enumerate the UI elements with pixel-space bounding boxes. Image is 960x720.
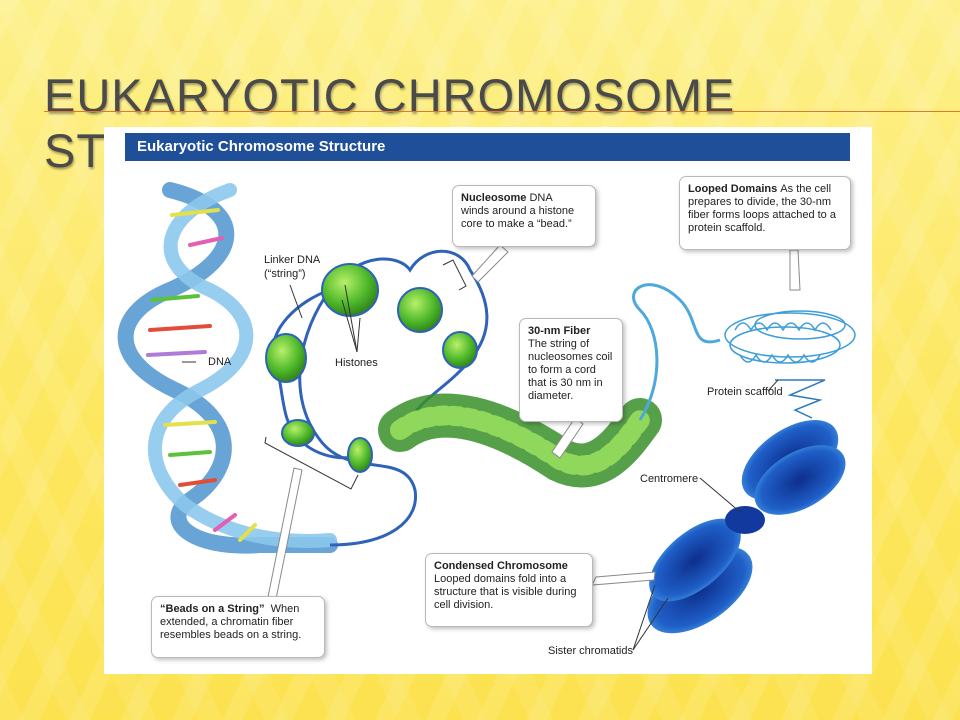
linker-dna-label: Linker DNA — [264, 254, 321, 266]
beads-line1: When — [270, 603, 300, 615]
looped-domains-line2: prepares to divide, the 30-nm — [688, 196, 832, 208]
title-underline — [44, 111, 960, 112]
condensed-chromosome-callout: Condensed Chromosome Looped domains fold… — [425, 553, 593, 627]
fiber-line5: diameter. — [528, 390, 574, 402]
beads-on-string-callout: “Beads on a String” When extended, a chr… — [151, 596, 325, 658]
fiber-line2: nucleosomes coil — [528, 351, 613, 363]
looped-domains-callout: Looped Domains As the cell prepares to d… — [679, 176, 851, 250]
fiber-line3: to form a cord — [528, 364, 596, 376]
figure-header-bar: Eukaryotic Chromosome Structure — [125, 133, 850, 161]
condensed-line3: cell division. — [434, 599, 494, 611]
linker-string-label: (“string”) — [264, 268, 306, 280]
beads-line2: extended, a chromatin fiber — [160, 616, 294, 628]
nucleosome-line3: core to make a “bead.” — [461, 218, 572, 230]
thirty-nm-fiber — [378, 283, 721, 488]
beads-heading: “Beads on a String” — [160, 603, 265, 615]
dna-label: DNA — [208, 356, 232, 368]
pointer-lines — [182, 259, 779, 651]
fiber-line4: that is 30 nm in — [528, 377, 603, 389]
looped-domains-line3: fiber forms loops attached to a — [688, 209, 836, 221]
figure-header-title: Eukaryotic Chromosome Structure — [137, 138, 386, 155]
callout-arrows — [267, 244, 801, 600]
looped-domains-line1: As the cell — [780, 183, 832, 195]
beads-on-string — [265, 249, 489, 547]
fiber-heading: 30-nm Fiber — [528, 325, 591, 337]
fiber-line1: The string of — [528, 338, 590, 350]
nucleosome-heading: Nucleosome — [461, 192, 527, 204]
nucleosome-line1: DNA — [529, 192, 553, 204]
centromere-label: Centromere — [640, 473, 699, 485]
condensed-line1: Looped domains fold into a — [434, 573, 567, 585]
looped-domains-line4: protein scaffold. — [688, 222, 766, 234]
looped-domains — [724, 310, 856, 419]
histones-label: Histones — [335, 357, 378, 369]
nucleosome-line2: winds around a histone — [461, 205, 575, 217]
beads-line3: resembles beads on a string. — [160, 629, 302, 641]
condensed-chromosome — [647, 420, 846, 634]
condensed-line2: structure that is visible during — [434, 586, 577, 598]
condensed-heading: Condensed Chromosome — [434, 560, 568, 572]
nucleosome-callout: Nucleosome DNA winds around a histone co… — [452, 185, 596, 247]
dna-double-helix — [117, 182, 338, 554]
sister-chromatids-label: Sister chromatids — [548, 645, 633, 657]
fiber-callout: 30-nm Fiber The string of nucleosomes co… — [519, 318, 623, 422]
protein-scaffold-label: Protein scaffold — [707, 386, 783, 398]
looped-domains-heading: Looped Domains — [688, 183, 778, 195]
